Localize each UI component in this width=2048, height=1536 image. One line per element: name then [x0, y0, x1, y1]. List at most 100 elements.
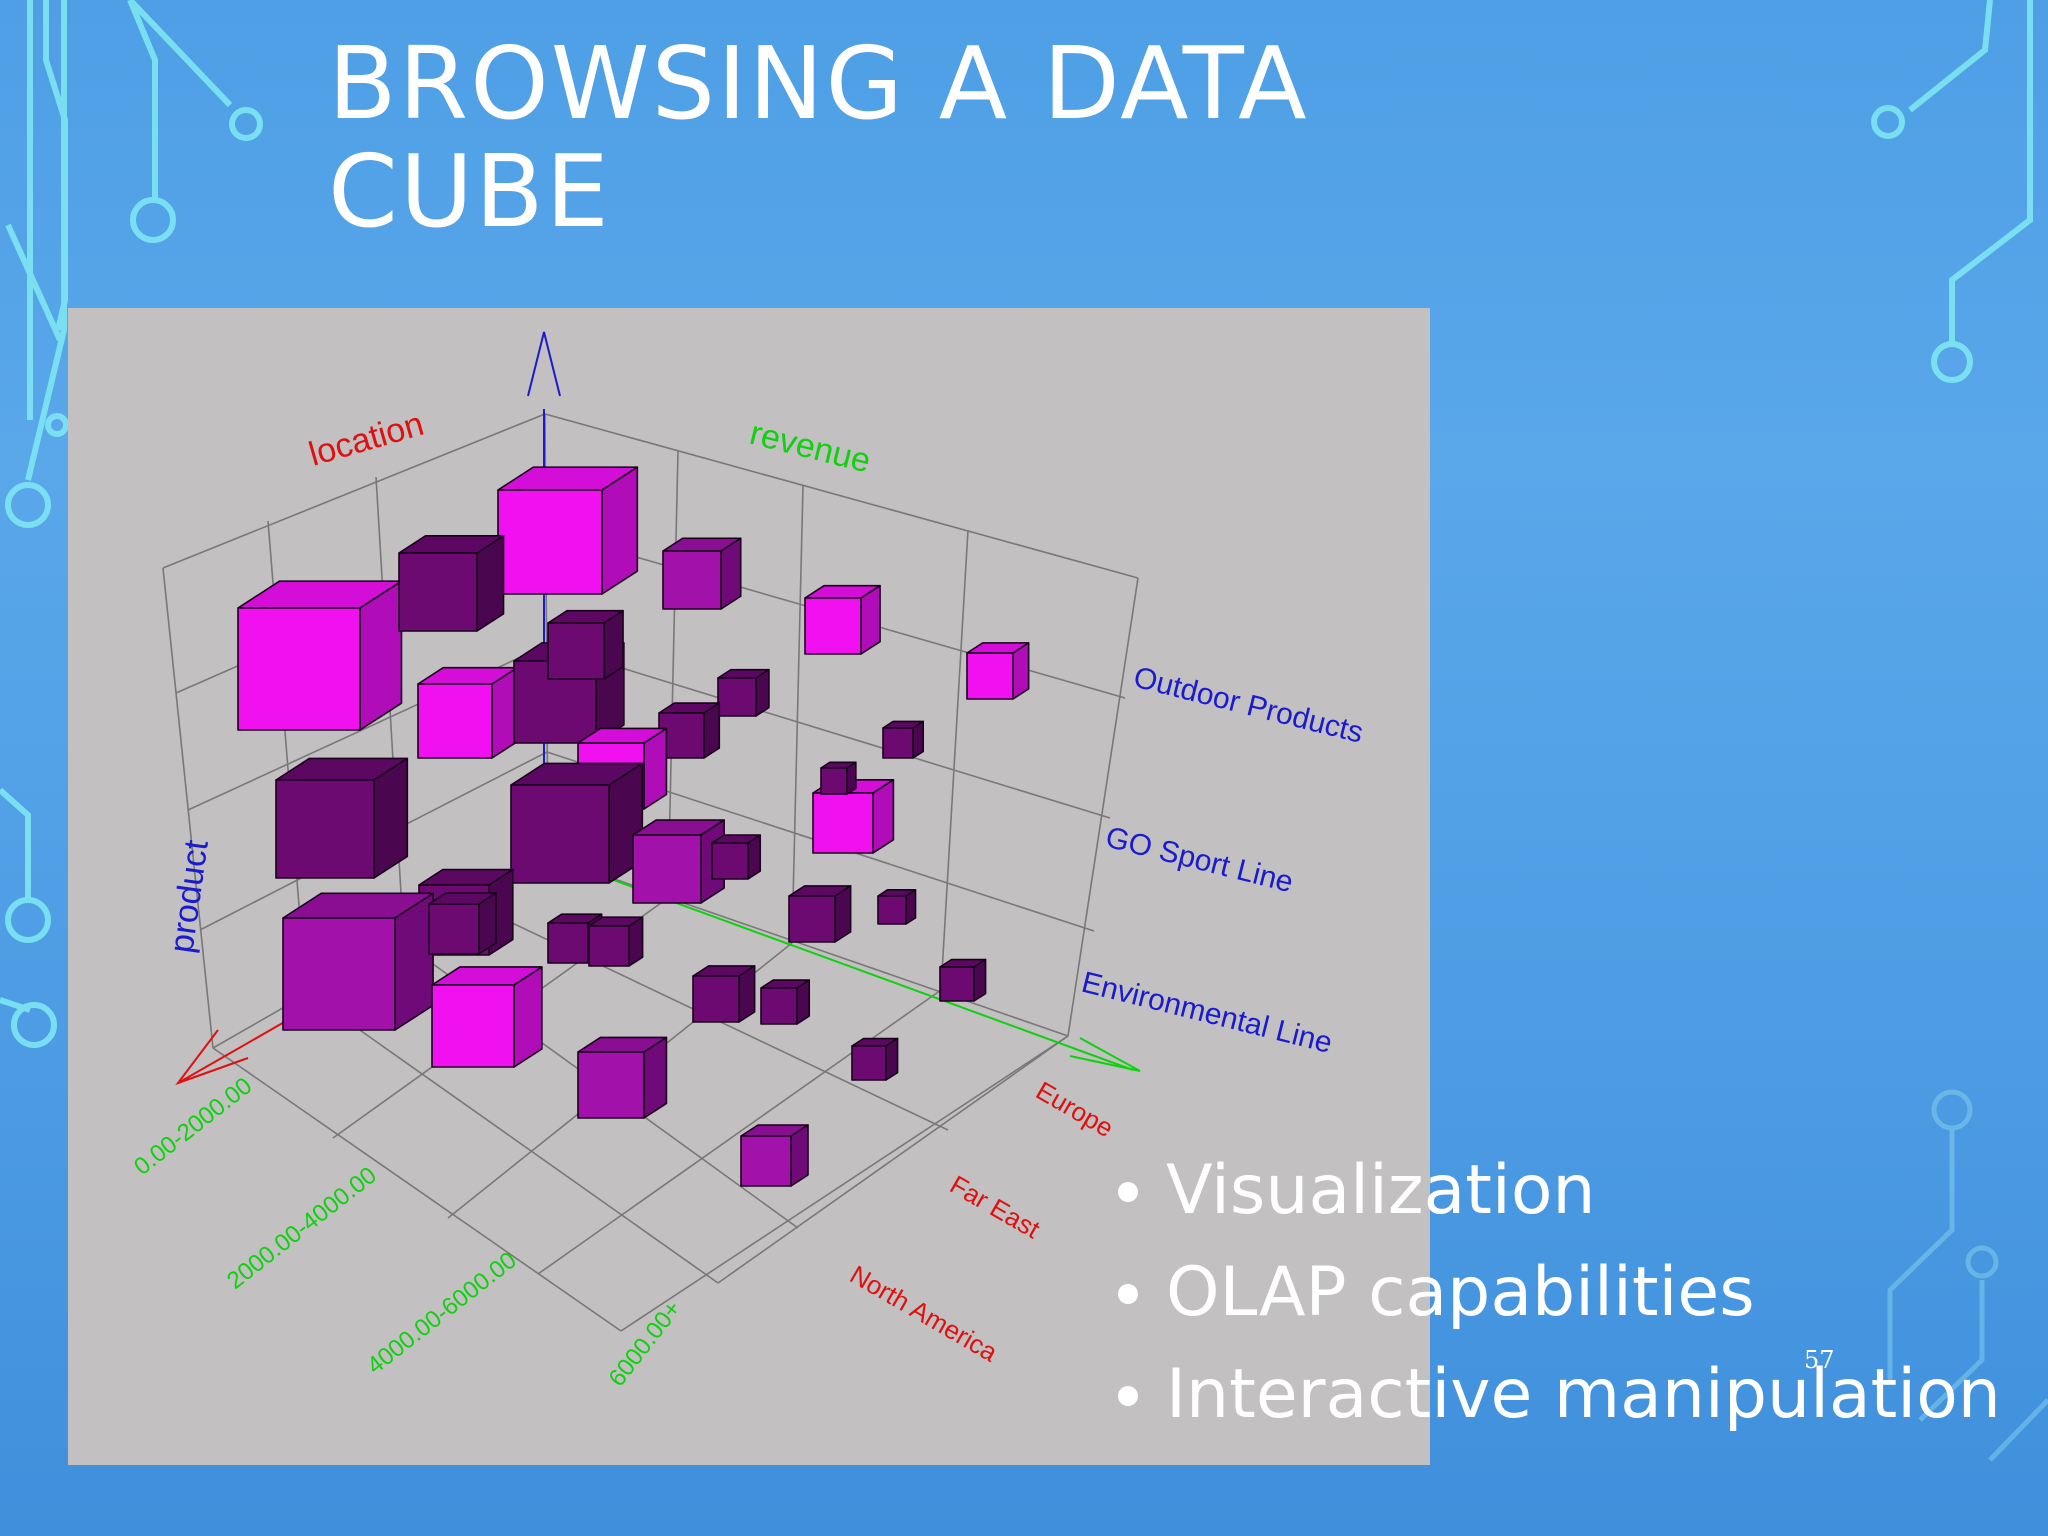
cube-front-face [577, 1051, 645, 1119]
cube-front-face [237, 607, 361, 731]
cube-cell [812, 778, 895, 854]
axis-title-revenue: revenue [746, 414, 874, 481]
cube-front-face [717, 677, 757, 717]
cube-side-face [643, 1036, 668, 1119]
grid-line [717, 1035, 1069, 1284]
cube-side-face [720, 537, 742, 610]
cube-cell [851, 1037, 899, 1081]
cube-side-face [738, 965, 756, 1023]
cube-cell [939, 958, 987, 1002]
cube-cell [428, 892, 497, 955]
cube-side-face [973, 958, 987, 1002]
cube-front-face [588, 925, 630, 967]
cube-side-face [747, 834, 762, 880]
cube-side-face [872, 778, 895, 854]
cube-side-face [394, 892, 434, 1031]
cube-cell [398, 535, 505, 632]
location-label-far-east: Far East [945, 1169, 1046, 1244]
cube-side-face [601, 466, 639, 595]
cube-front-face [398, 552, 478, 632]
cube-front-face [882, 727, 914, 759]
cube-front-face [760, 987, 798, 1025]
cube-front-face [547, 622, 605, 680]
grid-line [620, 1035, 1069, 1332]
cube-front-face [282, 917, 396, 1031]
cube-front-face [788, 895, 836, 943]
cube-cell [282, 892, 434, 1031]
grid-line [940, 529, 969, 991]
cube-side-face [603, 609, 624, 680]
cube-cell [632, 819, 725, 904]
cube-front-face [428, 903, 480, 955]
cube-side-face [703, 702, 721, 759]
slide-title-line-1: BROWSING A DATA [328, 25, 1309, 142]
revenue-label-0: 0.00-2000.00 [129, 1072, 257, 1180]
cube-cell [692, 965, 756, 1023]
cube-front-face [632, 834, 702, 904]
cube-side-face [513, 966, 543, 1068]
product-axis-arrow [527, 331, 561, 397]
cube-front-face [417, 683, 493, 759]
cube-side-face [359, 580, 403, 731]
cube-side-face [912, 720, 925, 759]
cube-cells [237, 466, 1030, 1187]
cube-cell [547, 609, 624, 680]
cube-side-face [796, 979, 811, 1025]
bullet-text: Visualization [1166, 1151, 1596, 1230]
cube-cell [882, 720, 925, 759]
cube-cell [588, 916, 644, 967]
location-label-europe: Europe [1031, 1075, 1119, 1143]
axis-title-product: product [162, 837, 215, 955]
bullet-text: Interactive manipulation [1166, 1355, 2001, 1434]
cube-side-face [790, 1124, 809, 1187]
cube-side-face [860, 584, 881, 655]
cube-side-face [373, 757, 409, 879]
cube-front-face [431, 984, 515, 1068]
cube-cell [966, 642, 1030, 700]
cube-side-face [834, 885, 852, 943]
cube-cell [417, 666, 518, 759]
bullet-list: Visualization OLAP capabilities Interact… [1110, 1140, 2001, 1446]
bullet-item: Visualization [1110, 1140, 2001, 1242]
grid-line [791, 485, 804, 944]
cube-front-face [497, 489, 603, 595]
cube-cell [497, 466, 639, 595]
revenue-label-3: 6000.00+ [603, 1296, 686, 1392]
revenue-label-2: 4000.00-6000.00 [362, 1247, 522, 1380]
data-cube-visualization: location revenue product Outdoor Product… [129, 331, 1366, 1392]
cube-front-face [966, 652, 1014, 700]
grid-line [1067, 577, 1139, 1037]
cube-front-face [662, 550, 722, 610]
cube-cell [431, 966, 543, 1068]
cube-cell [788, 885, 852, 943]
product-label-environmental-line: Environmental Line [1078, 966, 1335, 1060]
cube-side-face [846, 761, 857, 795]
slide-number: 57 [1804, 1346, 1835, 1374]
slide-title-line-2: CUBE [328, 133, 611, 250]
cube-front-face [939, 966, 975, 1002]
cube-cell [760, 979, 811, 1025]
cube-front-face [877, 895, 907, 925]
axis-title-location: location [305, 405, 428, 474]
cube-cell [510, 762, 644, 884]
cube-front-face [812, 792, 874, 854]
cube-side-face [643, 727, 668, 810]
cube-side-face [478, 892, 497, 955]
cube-cell [658, 702, 721, 759]
slide-title: BROWSING A DATA CUBE [328, 30, 1309, 246]
cube-cell [237, 580, 403, 731]
cube-front-face [275, 779, 375, 879]
cube-front-face [851, 1045, 887, 1081]
cube-cell [877, 889, 917, 925]
cube-cell [711, 834, 762, 880]
cube-front-face [740, 1135, 792, 1187]
product-label-go-sport-line: GO Sport Line [1102, 821, 1296, 899]
grid-line [212, 1047, 622, 1332]
bullet-dot-icon [1118, 1386, 1138, 1406]
cube-side-face [628, 916, 644, 967]
bullet-dot-icon [1118, 1284, 1138, 1304]
cube-side-face [476, 535, 505, 632]
cube-cell [820, 761, 857, 795]
cube-side-face [755, 668, 770, 717]
